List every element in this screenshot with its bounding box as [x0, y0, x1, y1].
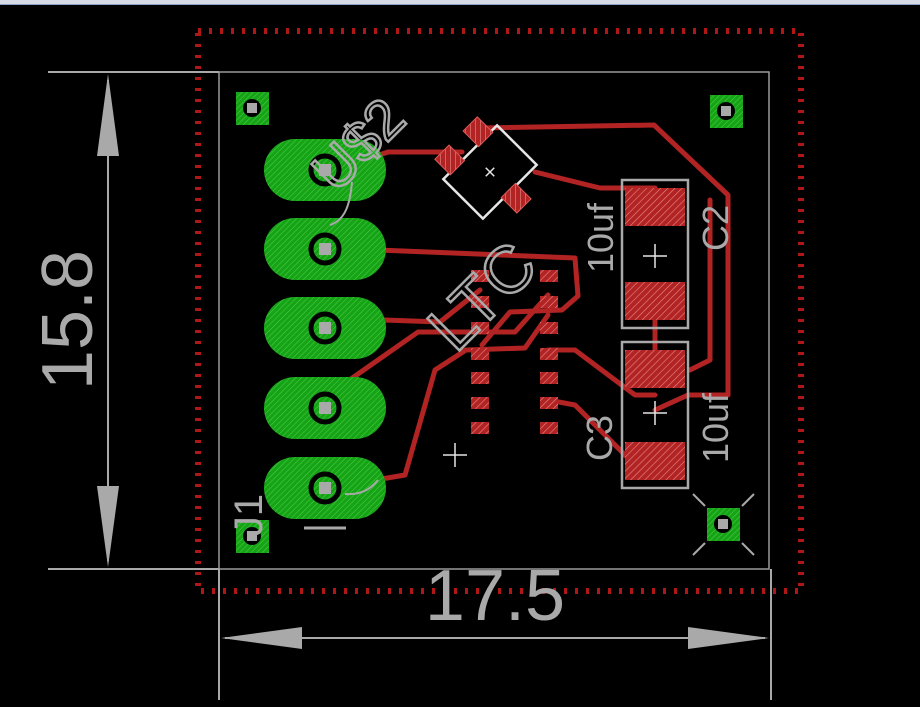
- square-via-icon[interactable]: [692, 493, 755, 556]
- c2-value-label: 10uf: [580, 202, 621, 273]
- regulator-u2[interactable]: [429, 111, 551, 233]
- window-top-edge: [0, 0, 920, 5]
- plus-icon: [443, 443, 467, 467]
- square-via-icon[interactable]: [236, 92, 269, 125]
- height-dimension: [48, 71, 219, 570]
- header-j1[interactable]: [264, 139, 386, 519]
- capacitor-c3[interactable]: [620, 340, 690, 490]
- width-dimension: [218, 569, 772, 700]
- j1-label: J1: [227, 494, 271, 536]
- width-dimension-label: 17.5: [425, 556, 565, 636]
- square-via-icon[interactable]: [710, 95, 743, 128]
- board-outline: [218, 71, 770, 570]
- c2-name-label: C2: [695, 205, 736, 251]
- header-pad[interactable]: [264, 139, 386, 201]
- height-dimension-label: 15.8: [28, 250, 108, 390]
- c3-name-label: C3: [579, 415, 620, 461]
- header-pad[interactable]: [264, 218, 386, 280]
- header-pad[interactable]: [264, 377, 386, 439]
- square-via-icon[interactable]: [236, 520, 269, 553]
- ltc-chip-pads[interactable]: [471, 270, 558, 434]
- header-pad[interactable]: [264, 297, 386, 359]
- capacitor-c2[interactable]: [620, 178, 690, 330]
- c3-value-label: 10uf: [695, 392, 736, 463]
- header-pad[interactable]: [264, 457, 386, 519]
- keepout-outline: [195, 28, 804, 594]
- header-silkscreen: [304, 181, 379, 530]
